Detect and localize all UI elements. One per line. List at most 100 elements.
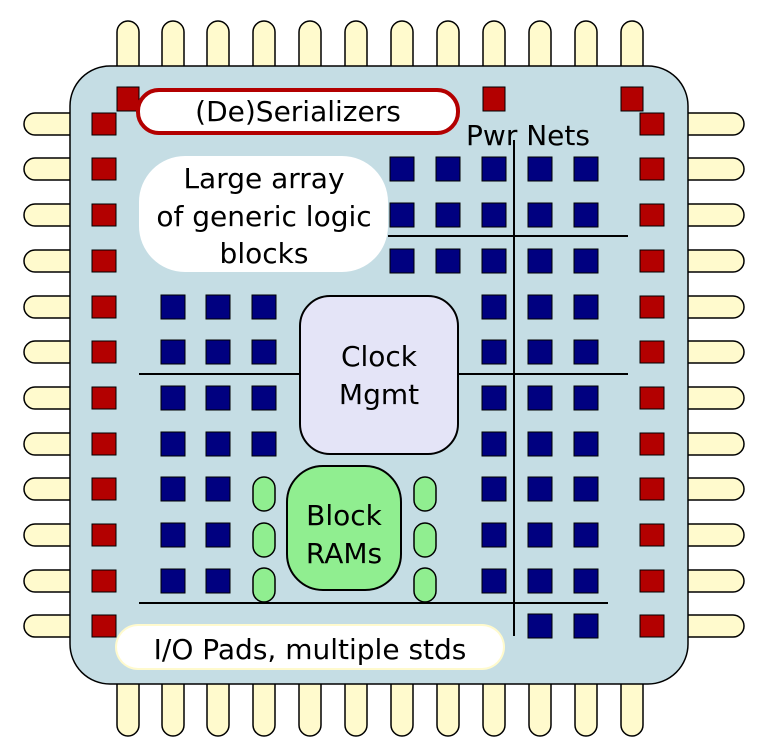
pwr-nets-label: Pwr Nets (466, 119, 590, 152)
logic-block (251, 385, 277, 411)
pad-left (91, 157, 117, 181)
logic-block (435, 156, 461, 182)
logic-block (573, 613, 599, 639)
pad-left (91, 432, 117, 456)
io-pads-label: I/O Pads, multiple stds (154, 633, 467, 666)
io-pads-label-inner (117, 626, 503, 668)
logic-label-line2: of generic logic (156, 200, 371, 233)
logic-block (481, 202, 507, 228)
pad-right (639, 614, 665, 638)
pad-right (639, 203, 665, 227)
pad-left (91, 523, 117, 547)
pad-right (639, 112, 665, 136)
pad-top (116, 86, 140, 112)
pad-top (620, 86, 644, 112)
pad-left (91, 614, 117, 638)
logic-block (481, 568, 507, 594)
logic-block (573, 339, 599, 365)
pad-left (91, 249, 117, 273)
pad-left (91, 203, 117, 227)
logic-block (251, 431, 277, 457)
pad-right (639, 432, 665, 456)
logic-block-array (160, 156, 599, 639)
ram-capsules (252, 476, 437, 603)
pad-left (91, 340, 117, 364)
ram-capsule (252, 567, 276, 603)
pad-left (91, 569, 117, 593)
pad-right (639, 249, 665, 273)
logic-block (389, 156, 415, 182)
pad-right (639, 157, 665, 181)
logic-block (573, 522, 599, 548)
io-pad-ring (91, 86, 665, 638)
logic-block (573, 568, 599, 594)
ram-label-line1: Block (306, 499, 383, 532)
logic-block (205, 339, 231, 365)
logic-block (481, 339, 507, 365)
logic-block (205, 385, 231, 411)
ram-capsule (413, 567, 437, 603)
logic-block (251, 339, 277, 365)
logic-block (481, 156, 507, 182)
power-net-lines (139, 140, 628, 636)
logic-label-line3: blocks (220, 237, 309, 270)
logic-block (160, 568, 186, 594)
logic-block (573, 385, 599, 411)
logic-block (481, 248, 507, 274)
logic-block (205, 431, 231, 457)
pad-right (639, 569, 665, 593)
logic-block (481, 294, 507, 320)
clock-mgmt-block (299, 295, 459, 455)
logic-block (160, 294, 186, 320)
logic-block (389, 202, 415, 228)
pad-left (91, 386, 117, 410)
logic-block (573, 476, 599, 502)
logic-block (205, 568, 231, 594)
logic-block (527, 202, 553, 228)
logic-block (573, 202, 599, 228)
ram-capsule (413, 476, 437, 512)
logic-block (160, 476, 186, 502)
logic-block (527, 431, 553, 457)
logic-block (481, 476, 507, 502)
pad-right (639, 523, 665, 547)
ram-capsule (413, 522, 437, 558)
block-ram (286, 465, 402, 591)
logic-block (160, 339, 186, 365)
serializers-label-box (136, 88, 460, 135)
logic-block (527, 156, 553, 182)
logic-block (527, 294, 553, 320)
pad-right (639, 386, 665, 410)
pad-right (639, 477, 665, 501)
logic-block (251, 294, 277, 320)
pad-top (482, 86, 506, 112)
logic-block (527, 339, 553, 365)
logic-block (481, 385, 507, 411)
logic-block (573, 431, 599, 457)
logic-block (527, 248, 553, 274)
logic-block (573, 248, 599, 274)
pad-right (639, 340, 665, 364)
ram-capsule (252, 476, 276, 512)
pad-left (91, 477, 117, 501)
logic-label-box (139, 156, 388, 272)
clock-label-line1: Clock (341, 340, 418, 373)
logic-block (527, 568, 553, 594)
logic-block (481, 431, 507, 457)
ram-capsule (252, 522, 276, 558)
logic-block (160, 385, 186, 411)
logic-block (527, 522, 553, 548)
ram-label-line2: RAMs (306, 537, 382, 570)
logic-block (205, 476, 231, 502)
logic-block (160, 431, 186, 457)
pad-left (91, 295, 117, 319)
logic-block (573, 294, 599, 320)
logic-label-line1: Large array (183, 162, 344, 195)
clock-label-line2: Mgmt (339, 378, 419, 411)
pad-left (91, 112, 117, 136)
logic-block (481, 522, 507, 548)
logic-block (205, 522, 231, 548)
pad-right (639, 295, 665, 319)
logic-block (435, 248, 461, 274)
